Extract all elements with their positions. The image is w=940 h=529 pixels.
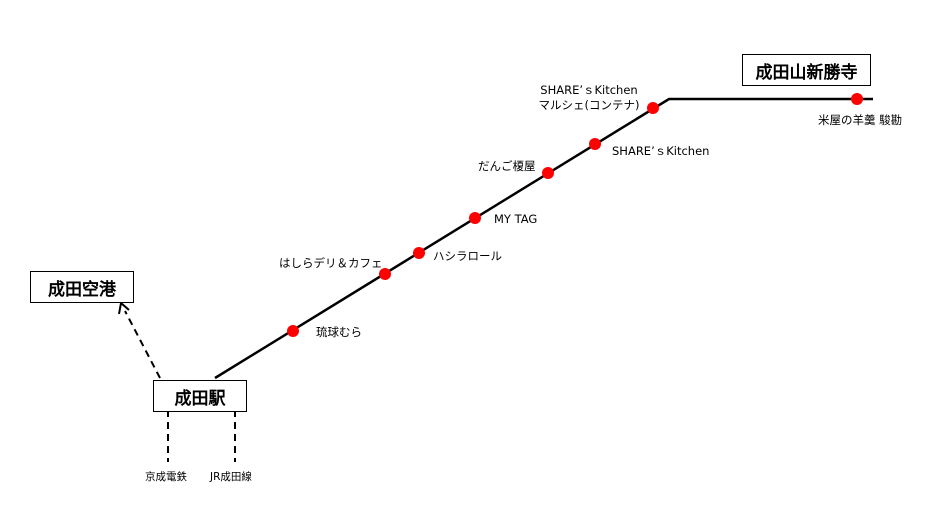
spot-label-komeya: 米屋の羊羹 駿勘 — [818, 113, 903, 127]
spot-marker-komeya[interactable] — [851, 93, 863, 105]
jr-line-label: JR成田線 — [210, 471, 252, 483]
airport-arrowhead — [118, 301, 130, 315]
spot-label-ryukyumura: 琉球むら — [316, 325, 362, 339]
narita-station-box[interactable]: 成田駅 — [153, 380, 247, 412]
spot-marker-shares-kitchen-marche[interactable] — [647, 102, 659, 114]
spot-marker-hashira-deli[interactable] — [379, 268, 391, 280]
spot-marker-hashira-roll[interactable] — [413, 247, 425, 259]
spot-label-dango-enokiya: だんご榎屋 — [478, 159, 536, 173]
spot-marker-shares-kitchen[interactable] — [589, 138, 601, 150]
shinshoji-box[interactable]: 成田山新勝寺 — [742, 54, 871, 86]
narita-station-label: 成田駅 — [174, 388, 226, 409]
narita-airport-box[interactable]: 成田空港 — [30, 271, 134, 303]
spot-marker-ryukyumura[interactable] — [287, 325, 299, 337]
spot-label-shares-kitchen-marche: SHARE’ｓKitchen マルシェ(コンテナ) — [533, 83, 645, 113]
spot-label-hashira-roll: ハシラロール — [433, 249, 502, 263]
narita-airport-label: 成田空港 — [48, 279, 116, 300]
keisei-line-label: 京成電鉄 — [145, 471, 187, 483]
spot-label-hashira-deli: はしらデリ＆カフェ — [279, 256, 383, 270]
spot-marker-dango-enokiya[interactable] — [542, 167, 554, 179]
spot-label-shares-kitchen-marche-name: SHARE’ｓKitchen — [540, 83, 638, 97]
main-route-line — [214, 97, 873, 380]
airport-direction-line — [124, 310, 161, 379]
shinshoji-label: 成田山新勝寺 — [755, 62, 858, 83]
spot-marker-mytag[interactable] — [469, 212, 481, 224]
spot-label-mytag: MY TAG — [494, 212, 538, 226]
spot-label-shares-kitchen: SHARE’ｓKitchen — [612, 144, 710, 158]
spot-label-shares-kitchen-marche-sub: マルシェ(コンテナ) — [538, 98, 640, 112]
